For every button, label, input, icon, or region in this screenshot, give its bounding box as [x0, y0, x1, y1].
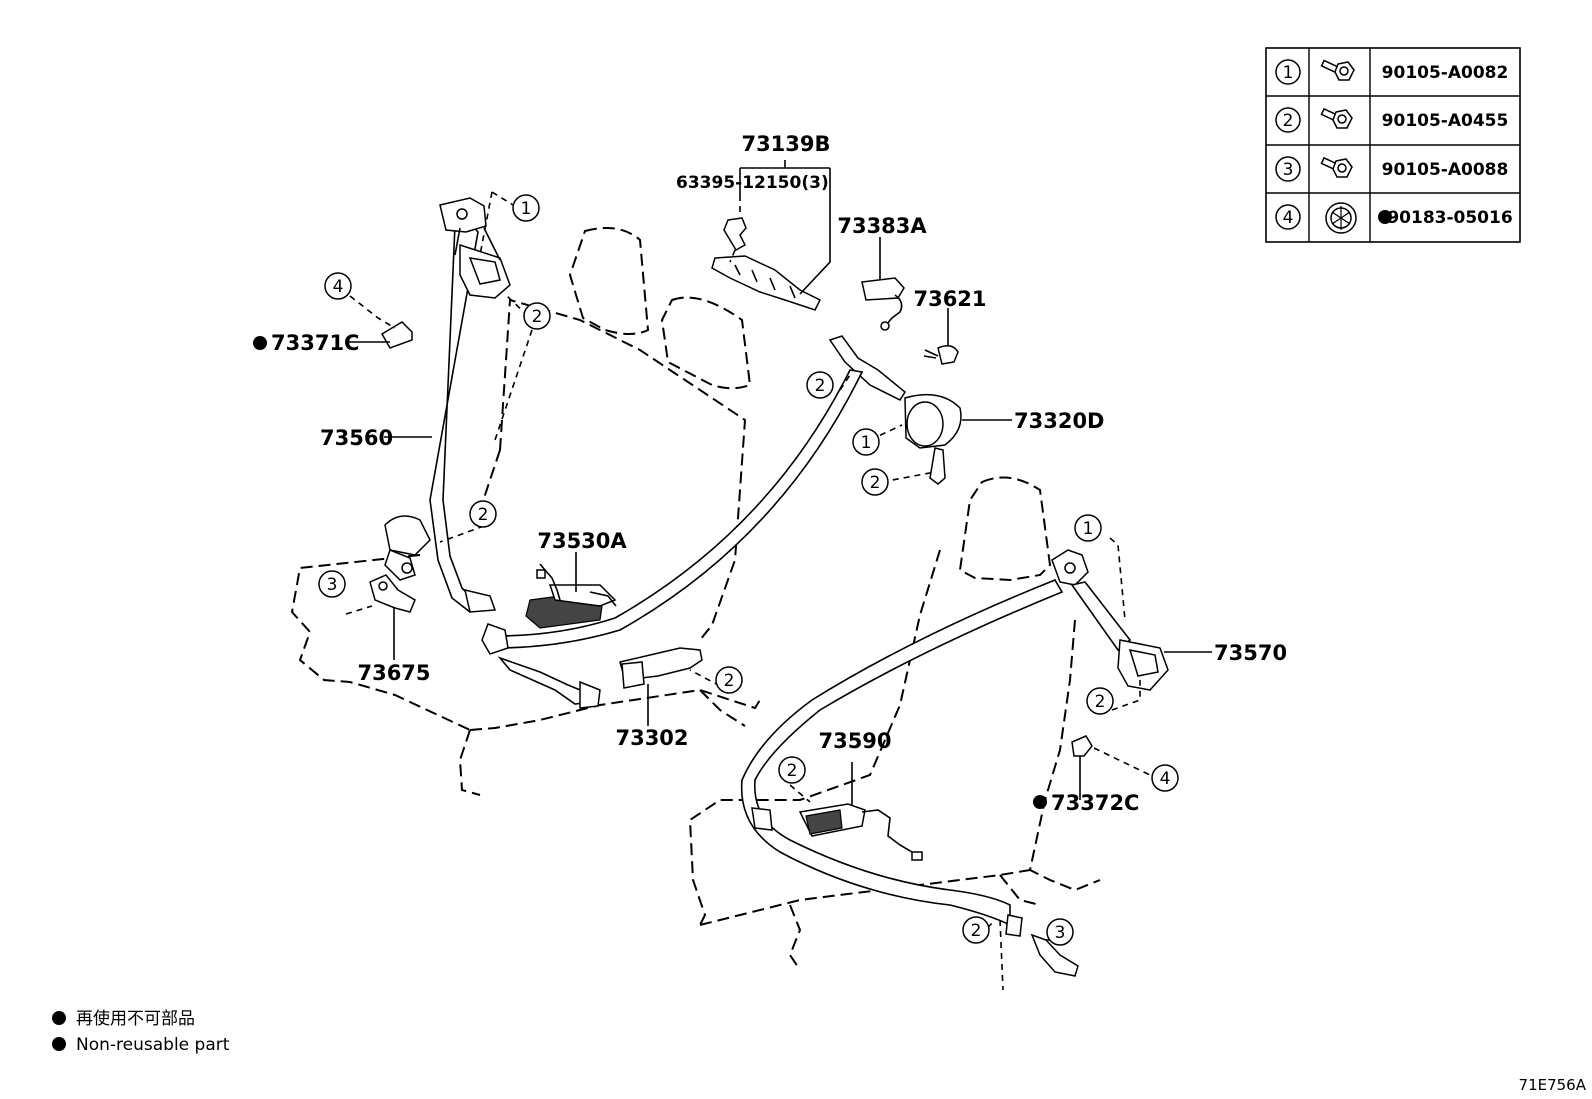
bolt-icon [1320, 107, 1353, 129]
part-73139B [711, 217, 822, 311]
label-73320D: 73320D [1014, 409, 1105, 433]
callout-4: 4 [1160, 769, 1171, 789]
callout-2: 2 [1095, 692, 1106, 712]
legend: 再使用不可部品 Non-reusable part [52, 1008, 230, 1055]
part-73530A [525, 563, 617, 629]
table-part-no: 90105-A0082 [1382, 63, 1509, 83]
label-73139B: 73139B [741, 132, 830, 156]
table-row: 2 90105-A0455 [1275, 107, 1509, 133]
label-73621: 73621 [913, 287, 986, 311]
part-73372C [1071, 735, 1093, 757]
callout-3: 3 [1055, 923, 1066, 943]
callout-1: 1 [521, 199, 532, 219]
table-part-no: 90105-A0088 [1382, 160, 1509, 180]
callout-4: 4 [333, 277, 344, 297]
label-73371C: 73371C [271, 331, 359, 355]
legend-text-jp: 再使用不可部品 [76, 1008, 195, 1029]
bolt-icon [1320, 59, 1355, 81]
belt-73320D [481, 335, 962, 655]
front-seat-outline [688, 476, 1101, 971]
belt-73570 [740, 549, 1169, 977]
part-labels: 73139B 63395-12150(3) 73383A 73621 73320… [253, 132, 1287, 815]
callout-1: 1 [861, 433, 872, 453]
legend-text-en: Non-reusable part [76, 1035, 230, 1055]
callout-2: 2 [478, 505, 489, 525]
table-ref: 3 [1283, 160, 1294, 180]
part-73302 [497, 647, 703, 709]
table-row: 1 90105-A0082 [1275, 59, 1509, 85]
table-ref: 1 [1283, 63, 1294, 83]
non-reusable-dot-icon [52, 1011, 66, 1025]
label-73372C: 73372C [1051, 791, 1139, 815]
bolt-icon [1320, 156, 1353, 178]
non-reusable-dot-icon [1378, 210, 1392, 224]
label-73530A: 73530A [537, 529, 627, 553]
callout-3: 3 [327, 575, 338, 595]
label-73383A: 73383A [837, 214, 927, 238]
diagram-code: 71E756A [1519, 1076, 1587, 1094]
part-73371C [380, 321, 413, 349]
non-reusable-dot-icon [253, 336, 267, 350]
label-73675: 73675 [357, 661, 430, 685]
callout-2: 2 [870, 473, 881, 493]
non-reusable-dot-icon [1033, 795, 1047, 809]
part-73621 [923, 345, 959, 365]
table-part-no: 90183-05016 [1387, 208, 1512, 228]
callout-circles: 1 4 2 2 3 2 1 2 2 1 2 4 2 2 3 [318, 194, 1179, 946]
part-73383A [861, 277, 905, 331]
part-73590 [751, 803, 923, 861]
label-73590: 73590 [818, 729, 891, 753]
non-reusable-dot-icon [52, 1037, 66, 1051]
callout-1: 1 [1083, 519, 1094, 539]
label-73560: 73560 [320, 426, 393, 450]
label-63395-12150: 63395-12150(3) [676, 173, 829, 193]
table-row: 3 90105-A0088 [1275, 156, 1509, 182]
callout-2: 2 [971, 921, 982, 941]
table-row: 4 90183-05016 [1275, 202, 1513, 234]
rear-seat-outline [290, 227, 761, 796]
callout-2: 2 [815, 376, 826, 396]
callout-2: 2 [724, 671, 735, 691]
table-ref: 4 [1283, 208, 1294, 228]
label-73570: 73570 [1214, 641, 1287, 665]
clip-icon [1325, 202, 1357, 234]
part-73675 [369, 515, 431, 613]
callout-2: 2 [787, 761, 798, 781]
callout-2: 2 [532, 307, 543, 327]
fastener-table: 1 90105-A0082 2 90105-A0455 3 [1265, 47, 1521, 243]
table-part-no: 90105-A0455 [1382, 111, 1509, 131]
label-73302: 73302 [615, 726, 688, 750]
belt-73560 [429, 197, 511, 613]
table-ref: 2 [1283, 111, 1294, 131]
